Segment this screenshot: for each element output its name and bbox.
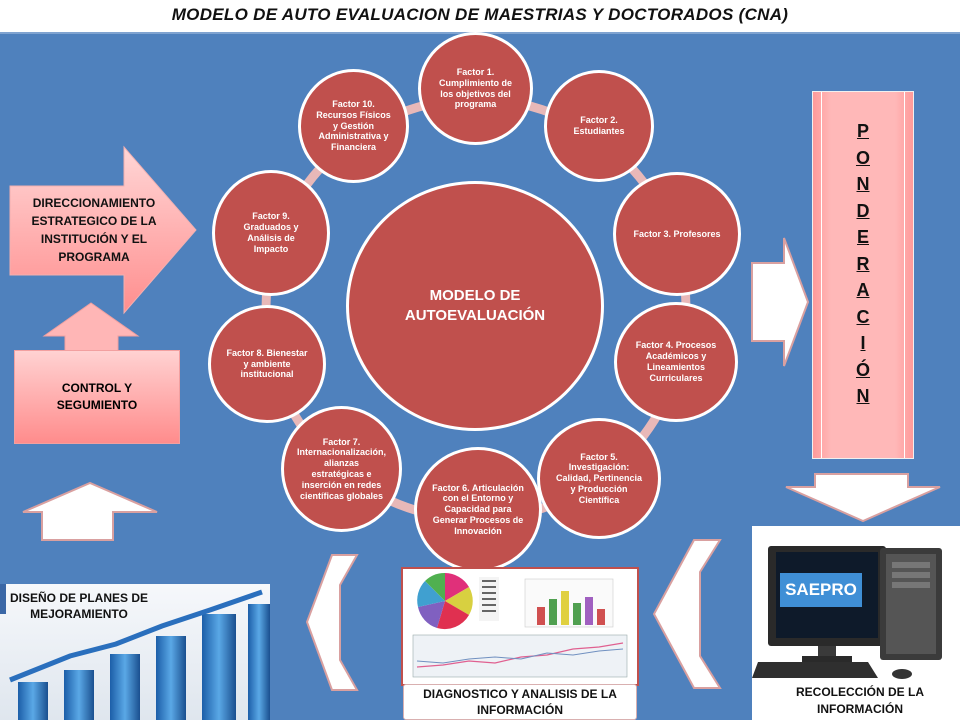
arrow-right-icon: [751, 237, 810, 367]
factor-5-node: Factor 5. Investigación: Calidad, Pertin…: [537, 418, 661, 539]
factor-3-label: Factor 3. Profesores: [633, 228, 721, 239]
control-seguimiento-label: CONTROL Y SEGUMIENTO: [56, 380, 138, 412]
arrow-up-icon-lower: [22, 481, 158, 541]
factor-7-label: Factor 7. Internacionalización, alianzas…: [296, 436, 387, 501]
ponderacion-letter: O: [855, 147, 870, 168]
center-line-2: AUTOEVALUACIÓN: [404, 307, 546, 324]
factor-5-label: Factor 5. Investigación: Calidad, Pertin…: [555, 451, 643, 505]
ponderacion-letter: N: [856, 386, 870, 406]
ponderacion-letter: E: [856, 227, 869, 247]
diagnostico-label-box: DIAGNOSTICO Y ANALISIS DE LA INFORMACIÓN: [403, 684, 637, 720]
factor-4-label: Factor 4. Procesos Académicos y Lineamie…: [635, 340, 717, 383]
factor-3-node: Factor 3. Profesores: [613, 172, 741, 296]
ponderacion-letter: A: [856, 280, 870, 300]
factor-7-node: Factor 7. Internacionalización, alianzas…: [281, 406, 402, 532]
page-title: MODELO DE AUTO EVALUACION DE MAESTRIAS Y…: [171, 5, 789, 24]
planes-panel: [0, 584, 270, 720]
ponderacion-letter: I: [860, 333, 866, 353]
growth-chart-icon: [0, 584, 270, 720]
factor-1-label: Factor 1. Cumplimiento de los objetivos …: [438, 66, 512, 110]
factor-6-label: Factor 6. Articulación con el Entorno y …: [432, 482, 524, 536]
diagnostico-label: DIAGNOSTICO Y ANALISIS DE LA INFORMACIÓN: [423, 686, 617, 717]
planes-label: DISEÑO DE PLANES DE MEJORAMIENTO: [9, 591, 149, 622]
factor-2-label: Factor 2. Estudiantes: [573, 115, 625, 136]
ponderacion-letter: R: [856, 253, 870, 274]
arrow-left-icon-right: [652, 539, 722, 689]
arrow-down-icon: [785, 473, 941, 523]
factor-6-node: Factor 6. Articulación con el Entorno y …: [414, 447, 542, 572]
saepro-badge: SAEPRO: [780, 573, 862, 607]
ponderacion-letter: D: [856, 200, 870, 221]
ponderacion-letter: Ó: [855, 359, 870, 380]
recoleccion-label: RECOLECCIÓN DE LA INFORMACIÓN: [795, 685, 924, 716]
control-seguimiento-box: CONTROL Y SEGUMIENTO: [14, 350, 180, 444]
direccionamiento-arrow-shape: [9, 145, 197, 315]
factor-9-node: Factor 9. Graduados y Análisis de Impact…: [212, 170, 330, 296]
arrow-left-icon-middle: [305, 554, 359, 691]
ponderacion-inner-lines: [821, 92, 905, 458]
center-node: MODELO DE AUTOEVALUACIÓN: [346, 181, 604, 431]
diagnostico-image: [401, 567, 639, 686]
factor-10-label: Factor 10. Recursos Físicos y Gestión Ad…: [316, 99, 391, 153]
factor-8-label: Factor 8. Bienestar y ambiente instituci…: [226, 347, 308, 380]
factor-8-node: Factor 8. Bienestar y ambiente instituci…: [208, 305, 326, 423]
factor-2-node: Factor 2. Estudiantes: [544, 70, 654, 182]
factor-4-node: Factor 4. Procesos Académicos y Lineamie…: [614, 302, 738, 422]
ponderacion-letter: P: [856, 121, 869, 141]
center-line-1: MODELO DE: [429, 286, 521, 304]
charts-thumbnail-icon: [412, 572, 628, 678]
factor-1-node: Factor 1. Cumplimiento de los objetivos …: [418, 32, 533, 145]
ponderacion-letter: C: [856, 306, 870, 327]
ponderacion-letter: N: [856, 174, 870, 194]
direccionamiento-label: DIRECCIONAMIENTO ESTRATEGICO DE LA INSTI…: [31, 196, 157, 264]
factor-9-label: Factor 9. Graduados y Análisis de Impact…: [243, 211, 299, 254]
factor-10-node: Factor 10. Recursos Físicos y Gestión Ad…: [298, 69, 409, 183]
